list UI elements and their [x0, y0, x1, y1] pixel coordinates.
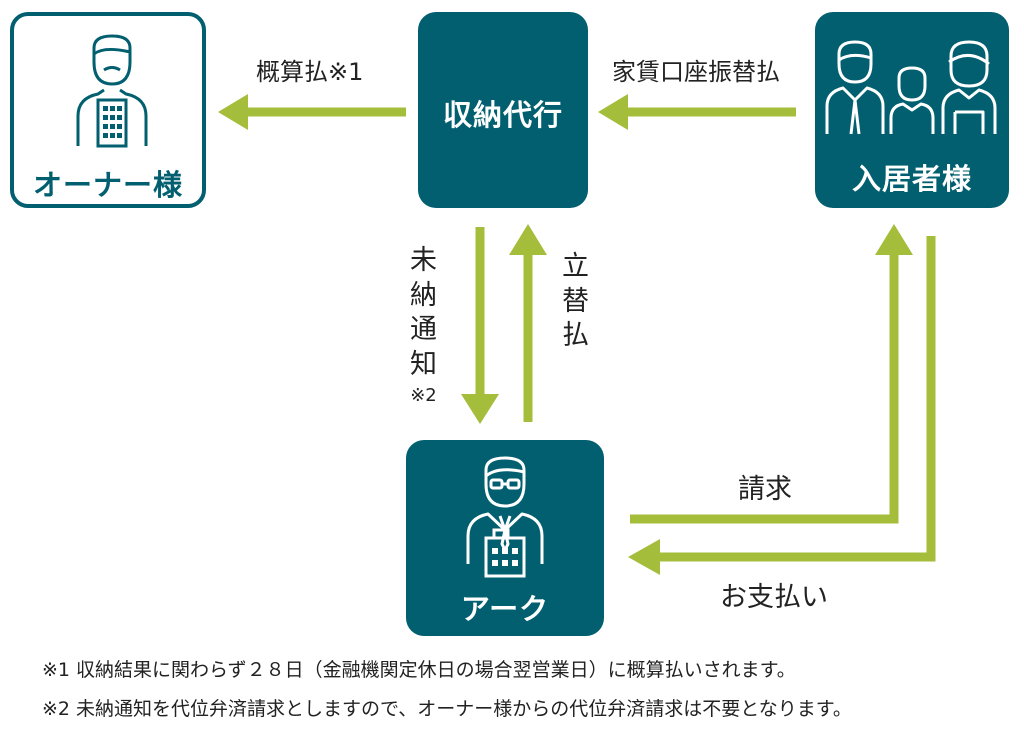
- arrowhead-tenant-up: [875, 224, 913, 255]
- ark-node: アーク: [406, 440, 604, 636]
- arrow-ark-to-tenant: [630, 252, 899, 524]
- agency-node: 収納代行: [418, 12, 588, 208]
- arrowhead-owner: [218, 94, 248, 130]
- label-agency-to-owner: 概算払※1: [256, 58, 364, 86]
- label-tenant-to-agency: 家賃口座振替払: [612, 58, 780, 86]
- label-tenant-to-ark: お支払い: [720, 582, 828, 613]
- label-ark-to-tenant: 請求: [738, 474, 792, 505]
- footnote-2: ※2 未納通知を代位弁済請求としますので、オーナー様からの代位弁済請求は不要とな…: [42, 698, 852, 720]
- arrowhead-ark-down: [461, 394, 499, 424]
- owner-label: オーナー様: [32, 168, 183, 202]
- label-char: 納: [410, 279, 437, 311]
- tenant-label: 入居者様: [851, 162, 972, 196]
- label-char: 立: [562, 251, 589, 282]
- label-char: 替: [562, 285, 589, 317]
- family-icon: [825, 40, 997, 135]
- owner-person-icon: [76, 34, 148, 148]
- label-char: 通: [410, 314, 437, 346]
- tenant-node: 入居者様: [815, 12, 1009, 208]
- arrowhead-agency-right: [598, 94, 628, 130]
- staff-icon: [466, 456, 544, 578]
- owner-node: オーナー様: [10, 12, 206, 208]
- agency-label: 収納代行: [442, 98, 563, 132]
- label-agency-to-ark: 未 納 通 知 ※2: [410, 244, 437, 407]
- arrowhead-agency-up: [509, 224, 547, 255]
- label-char: 未: [410, 245, 437, 276]
- footnote-1: ※1 収納結果に関わらず２８日（金融機関定休日の場合翌営業日）に概算払いされます…: [42, 659, 796, 681]
- label-mark: ※2: [410, 385, 437, 407]
- building-icon: [96, 98, 128, 148]
- label-char: 払: [562, 320, 589, 352]
- label-ark-to-agency: 立 替 払: [562, 250, 589, 354]
- building-icon: [484, 536, 526, 578]
- ark-label: アーク: [460, 592, 550, 626]
- label-char: 知: [410, 348, 437, 380]
- arrow-tenant-to-ark: [658, 236, 936, 562]
- arrowhead-ark-left: [628, 539, 660, 575]
